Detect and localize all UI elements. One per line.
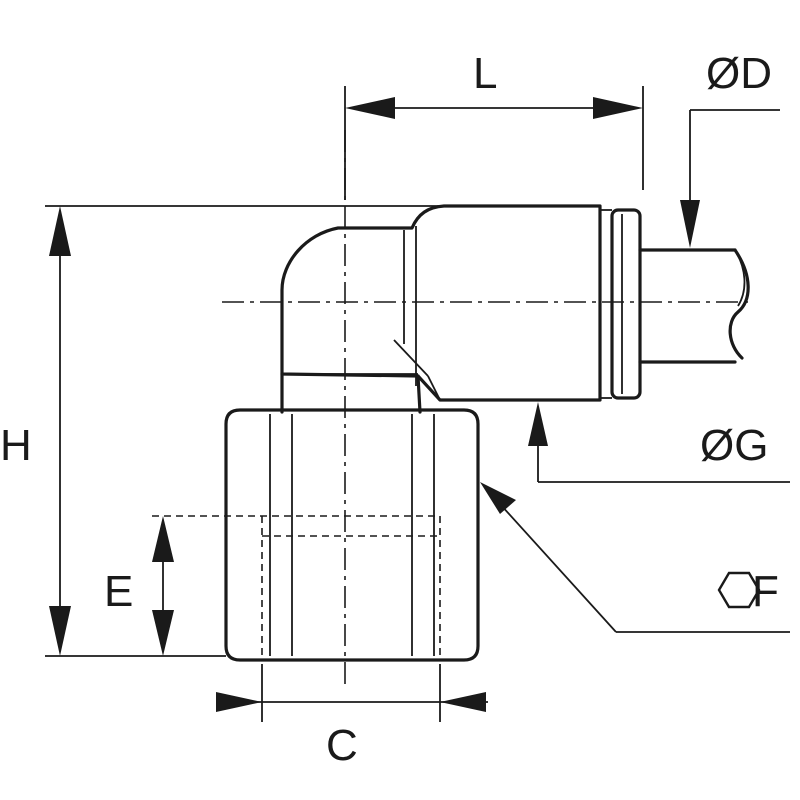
elbow-body bbox=[280, 204, 612, 402]
collet-ring bbox=[610, 208, 642, 400]
hexagon-icon bbox=[717, 571, 761, 609]
label-e: E bbox=[104, 567, 133, 616]
hex-body bbox=[224, 408, 480, 662]
tube bbox=[638, 248, 750, 364]
dimension-e bbox=[152, 516, 174, 656]
label-g: ØG bbox=[700, 421, 768, 470]
dimension-h bbox=[45, 205, 440, 657]
label-l: L bbox=[473, 49, 497, 98]
label-f: F bbox=[752, 567, 779, 616]
dimension-d bbox=[680, 109, 780, 248]
label-h: H bbox=[0, 421, 32, 470]
neck bbox=[280, 372, 422, 414]
label-c: C bbox=[326, 721, 358, 770]
dimension-c bbox=[216, 664, 488, 722]
label-d: ØD bbox=[706, 49, 772, 98]
dimension-g bbox=[528, 402, 790, 483]
dimension-f bbox=[480, 482, 790, 633]
dimension-l bbox=[344, 86, 644, 200]
internal-thread bbox=[152, 515, 441, 660]
